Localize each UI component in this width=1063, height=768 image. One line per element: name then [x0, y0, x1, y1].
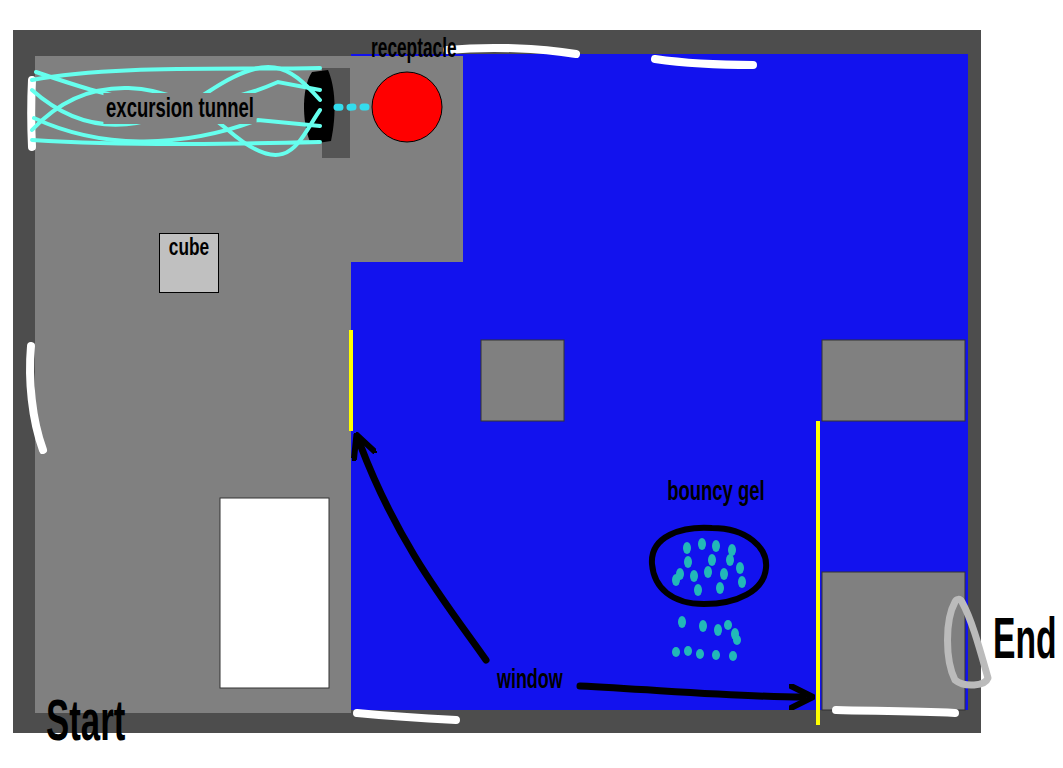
- node-text-row: cube: [160, 234, 218, 260]
- light-bridge: excursion tunnel: [28, 60, 333, 155]
- gel-dot: [738, 576, 746, 588]
- tunnel-emitter: [304, 70, 335, 144]
- gel-dot: [712, 650, 720, 660]
- cube-box: cube: [159, 233, 219, 293]
- tunnel-beam: [32, 67, 320, 125]
- gel-dot: [678, 616, 686, 628]
- window-label: window: [497, 664, 600, 695]
- gel-dot: [736, 562, 744, 574]
- portal-surface: [30, 346, 43, 450]
- gel-dot: [684, 646, 692, 656]
- exit-platform: [822, 572, 965, 710]
- gel-dot: [714, 624, 722, 636]
- gel-dot: [708, 554, 716, 566]
- white-panel: [220, 498, 329, 688]
- portal-surface: [357, 713, 456, 720]
- receptacle-button: receptacle: [347, 34, 467, 146]
- label-text: End: [993, 606, 1057, 670]
- window-pointer: [580, 686, 803, 697]
- portal-surface: [447, 48, 576, 54]
- gel-puddle: bouncy gel: [642, 476, 772, 610]
- gel-dot: [683, 542, 691, 554]
- gel-dot: [724, 620, 732, 630]
- gel-dot: [696, 649, 704, 659]
- portal-surface: [655, 59, 753, 65]
- window-glass: [349, 330, 353, 431]
- window-glass: [816, 421, 820, 725]
- gel-dot: [720, 568, 728, 580]
- platform: [822, 340, 965, 421]
- node-label: bouncy gel: [667, 476, 765, 507]
- gel-dot: [698, 538, 706, 550]
- platform: [481, 340, 564, 421]
- portal-surface: [836, 710, 955, 713]
- gel-drips: [672, 616, 741, 661]
- gel-dot: [733, 635, 741, 645]
- portal-surfaces: [30, 48, 955, 720]
- gel-dot: [672, 647, 680, 657]
- gel-dot: [690, 570, 698, 582]
- gel-outline: [652, 528, 766, 604]
- gel-dot: [694, 584, 702, 596]
- node-label: receptacle: [371, 34, 457, 64]
- label-text: Start: [46, 688, 125, 752]
- window-pointer: [360, 444, 486, 660]
- end-label: End: [993, 606, 1063, 670]
- tunnel-beam: [32, 88, 320, 155]
- gel-dot: [712, 540, 720, 552]
- node-text-row: receptacle: [347, 34, 467, 64]
- node-label: excursion tunnel: [104, 93, 257, 124]
- receptacle-circle: [372, 72, 442, 142]
- tunnel-beam-link: [337, 104, 368, 111]
- exit-door: [948, 599, 989, 685]
- outer-wall: [13, 30, 981, 733]
- gel-dot: [729, 651, 737, 661]
- node-label: cube: [169, 234, 209, 260]
- gel-dot: [726, 554, 734, 566]
- node-text-row: excursion tunnel: [28, 93, 333, 124]
- gel-dot: [704, 566, 712, 578]
- start-label: Start: [46, 688, 178, 752]
- gel-dot: [684, 556, 692, 568]
- start-room-floor: [35, 56, 351, 713]
- water-area: [351, 54, 968, 710]
- receptacle-ledge: [351, 56, 463, 262]
- gel-dot: [699, 620, 707, 632]
- gel-dot: [716, 582, 724, 594]
- gel-dot: [672, 574, 680, 586]
- label-text: window: [497, 664, 563, 695]
- node-text-row: bouncy gel: [642, 476, 772, 507]
